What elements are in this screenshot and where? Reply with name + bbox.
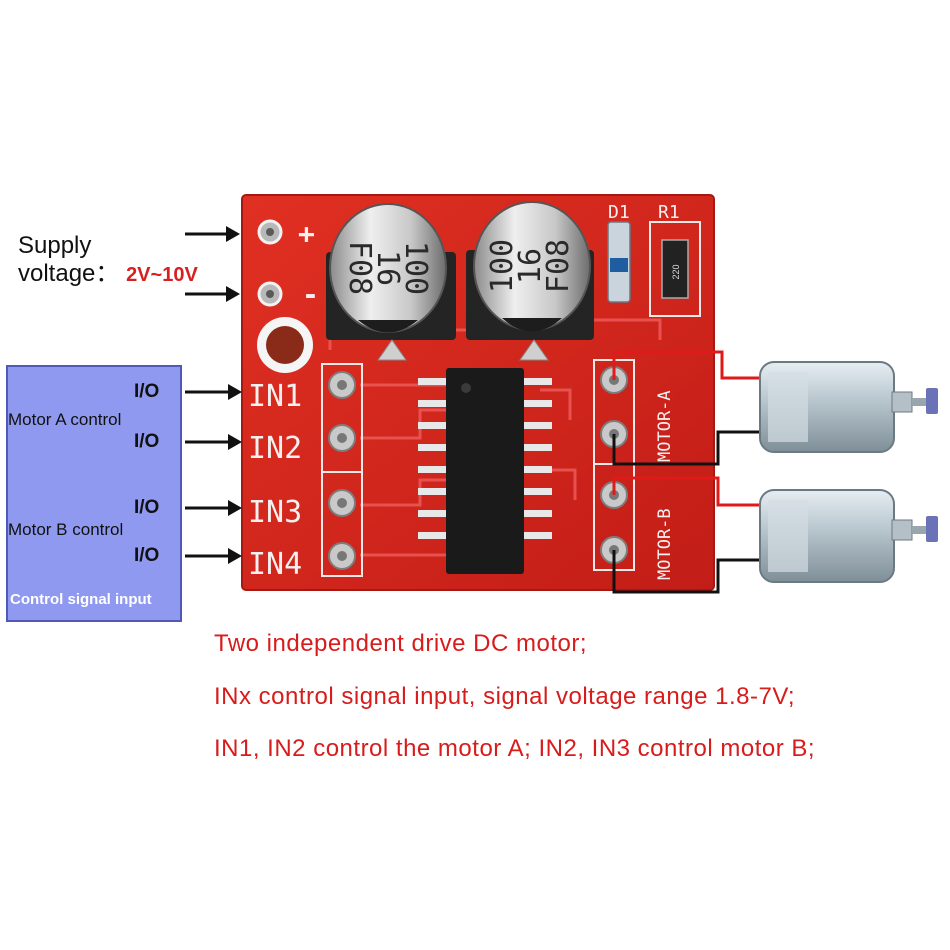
svg-text:F08: F08	[342, 241, 377, 295]
svg-text:16: 16	[513, 248, 548, 284]
motor-b-control-label: Motor B control	[8, 520, 124, 539]
svg-text:220: 220	[671, 264, 681, 279]
io-label-2: I/O	[134, 431, 160, 452]
control-footer: Control signal input	[10, 591, 152, 608]
io-label-4: I/O	[134, 545, 160, 566]
r1-label: R1	[658, 202, 680, 223]
io-label-1: I/O	[134, 381, 160, 402]
arrows	[185, 226, 242, 564]
motor-b-label: MOTOR-B	[655, 508, 675, 580]
d1-label: D1	[608, 202, 630, 223]
svg-text:100: 100	[485, 239, 520, 293]
motor-wires	[612, 350, 770, 594]
motor-b	[759, 489, 938, 583]
capacitor-left: 100 16 F08	[326, 203, 456, 361]
in3-label: IN3	[248, 495, 302, 530]
in2-label: IN2	[248, 431, 302, 466]
mounting-hole	[266, 326, 304, 364]
plus-label: +	[298, 217, 315, 250]
pcb-board: 220 100 16 F08 100 16 F08	[241, 194, 715, 591]
svg-text:F08: F08	[541, 239, 576, 293]
control-signal-box	[6, 365, 182, 622]
driver-ic	[418, 368, 552, 574]
supply-range: 2V~10V	[126, 264, 198, 286]
motor-a-control-label: Motor A control	[8, 410, 122, 429]
diode-d1	[607, 221, 631, 303]
supply-label-line2: voltage： 2V~10V	[18, 260, 198, 287]
note-line-2: INx control signal input, signal voltage…	[214, 683, 796, 710]
io-label-3: I/O	[134, 497, 160, 518]
resistor-r1: 220	[649, 221, 701, 317]
note-line-1: Two independent drive DC motor;	[214, 630, 588, 657]
motor-a	[759, 361, 938, 453]
minus-label: -	[302, 278, 319, 311]
motor-a-label: MOTOR-A	[655, 390, 675, 462]
in4-label: IN4	[248, 547, 302, 582]
capacitor-right: 100 16 F08	[466, 201, 594, 361]
svg-text:16: 16	[370, 250, 405, 286]
note-line-3: IN1, IN2 control the motor A; IN2, IN3 c…	[214, 735, 816, 762]
in1-label: IN1	[248, 379, 302, 414]
supply-voltage-label: Supply voltage： 2V~10V	[18, 232, 198, 289]
supply-label-line1: Supply	[18, 232, 92, 259]
svg-text:100: 100	[398, 241, 433, 295]
